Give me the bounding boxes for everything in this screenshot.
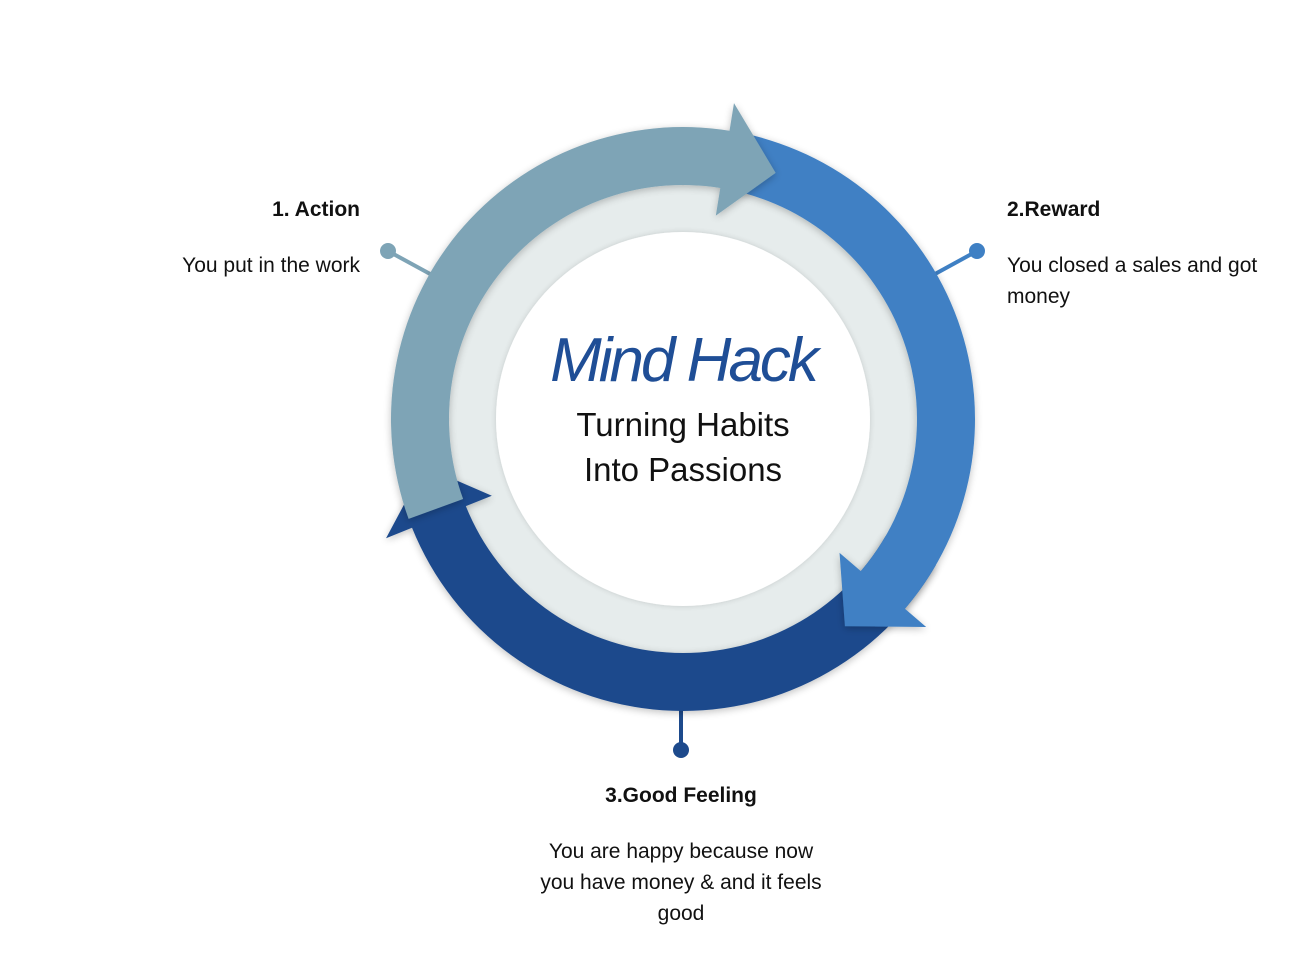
pin-reward xyxy=(934,243,985,276)
center-subtitle-line1: Turning Habits xyxy=(576,406,790,443)
inner-circle xyxy=(496,232,870,606)
step-good-feeling-description: You are happy because now you have money… xyxy=(540,840,822,925)
step-reward-description: You closed a sales and got money xyxy=(1007,254,1258,308)
step-action-description: You put in the work xyxy=(182,254,360,277)
pin-action xyxy=(380,243,433,277)
center-title: Mind Hack xyxy=(550,326,819,395)
arrow-reward xyxy=(723,131,976,627)
step-action-title: 1. Action xyxy=(272,198,360,221)
step-reward-title: 2.Reward xyxy=(1007,198,1101,221)
arrow-action xyxy=(390,103,776,519)
center-subtitle-line2: Into Passions xyxy=(583,451,783,488)
arrow-good-feeling xyxy=(386,466,936,711)
step-good-feeling-title: 3.Good Feeling xyxy=(605,784,757,807)
pin-good-feeling xyxy=(673,705,689,758)
center-subtitle: Turning Habits Into Passions xyxy=(483,402,883,492)
